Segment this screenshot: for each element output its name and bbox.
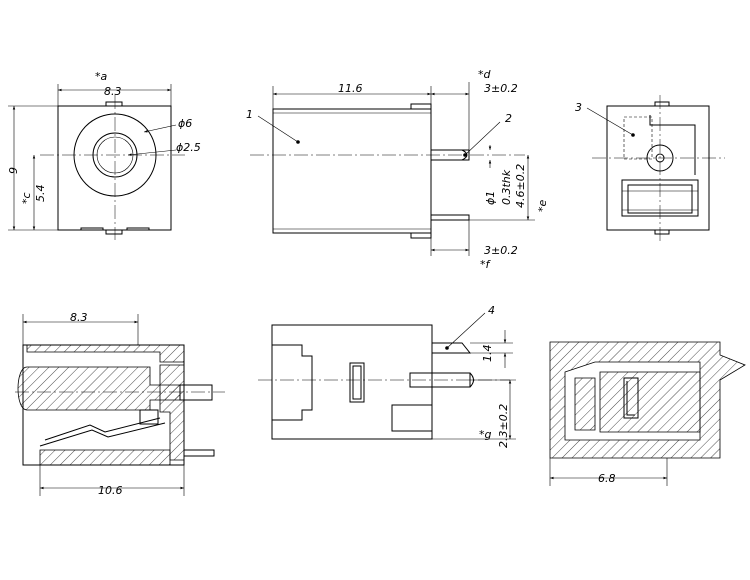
front-height-label: 9 xyxy=(7,167,20,174)
front-corner-right xyxy=(126,227,150,231)
front-outer-diameter: ϕ6 xyxy=(178,117,192,130)
side-callout-1: 1 xyxy=(246,108,253,121)
section-pin xyxy=(179,384,213,401)
bottom-view: 4 1.4 2.3±0.2 *g xyxy=(258,304,516,448)
side-pin-length-bottom: 3±0.2 xyxy=(484,244,518,257)
front-view: *a 8.3 9 5.4 *c ϕ6 ϕ2.5 xyxy=(7,70,201,240)
side-pin-length-top: 3±0.2 xyxy=(484,82,518,95)
bottom-offset-marker: *g xyxy=(479,428,492,441)
front-width-label: 8.3 xyxy=(104,85,122,98)
side-pin-length-top-marker: *d xyxy=(478,68,492,81)
side-callout-2: 2 xyxy=(505,112,512,125)
side-pin-length-bottom-marker: *f xyxy=(480,258,492,271)
bottom-gap-label: 1.4 xyxy=(481,345,494,363)
side-view: 11.6 *d 3±0.2 3±0.2 *f ϕ1 0.3thk 4.6±0.2… xyxy=(246,68,549,271)
side-center-offset: 4.6±0.2 xyxy=(514,164,527,208)
end-length-label: 6.8 xyxy=(598,472,616,485)
side-thickness: 0.3thk xyxy=(500,169,513,205)
front-top-tab xyxy=(105,101,123,107)
side-length-label: 11.6 xyxy=(338,82,363,95)
section-view: 8.3 10.6 xyxy=(15,311,225,497)
section-length-label: 10.6 xyxy=(98,484,123,497)
bottom-callout-4: 4 xyxy=(488,304,495,317)
side-terminal-pin xyxy=(430,214,470,221)
side-center-offset-marker: *e xyxy=(536,200,549,213)
side-pin-diameter: ϕ1 xyxy=(484,191,497,205)
rear-callout-3: 3 xyxy=(575,101,582,114)
side-body xyxy=(272,108,432,234)
end-section: 6.8 xyxy=(549,341,746,486)
bottom-offset-label: 2.3±0.2 xyxy=(497,404,510,448)
front-bottom-tab xyxy=(105,229,123,235)
bottom-body xyxy=(271,324,433,440)
side-bottom-tab xyxy=(410,232,432,239)
end-contact xyxy=(623,377,639,419)
front-inner-diameter: ϕ2.5 xyxy=(176,141,201,154)
section-width-label: 8.3 xyxy=(70,311,88,324)
front-center-height-marker: *c xyxy=(20,192,33,204)
front-corner-left xyxy=(80,227,104,231)
side-top-tab xyxy=(410,103,432,110)
front-width-marker: *a xyxy=(95,70,108,83)
rear-view: 3 xyxy=(575,95,725,242)
front-center-height-label: 5.4 xyxy=(34,185,47,203)
